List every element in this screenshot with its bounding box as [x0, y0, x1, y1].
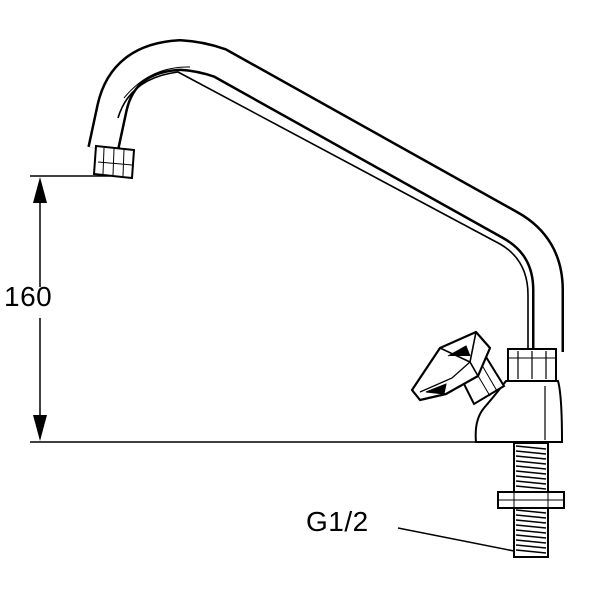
spout-aerator [92, 144, 136, 180]
dimension-arrow-down [33, 415, 47, 441]
faucet-spout [87, 39, 564, 352]
threaded-shank [513, 442, 549, 558]
height-dimension-label: 160 [4, 281, 53, 312]
valve-body [474, 380, 564, 443]
spout-collar-nut [507, 348, 557, 382]
valve-handle [410, 330, 492, 402]
dimension-arrow-up [33, 177, 47, 203]
dimension-160-line [33, 177, 47, 441]
mounting-washer [497, 491, 565, 509]
thread-leader-line [397, 527, 515, 552]
thread-size-label: G1/2 [306, 506, 369, 537]
